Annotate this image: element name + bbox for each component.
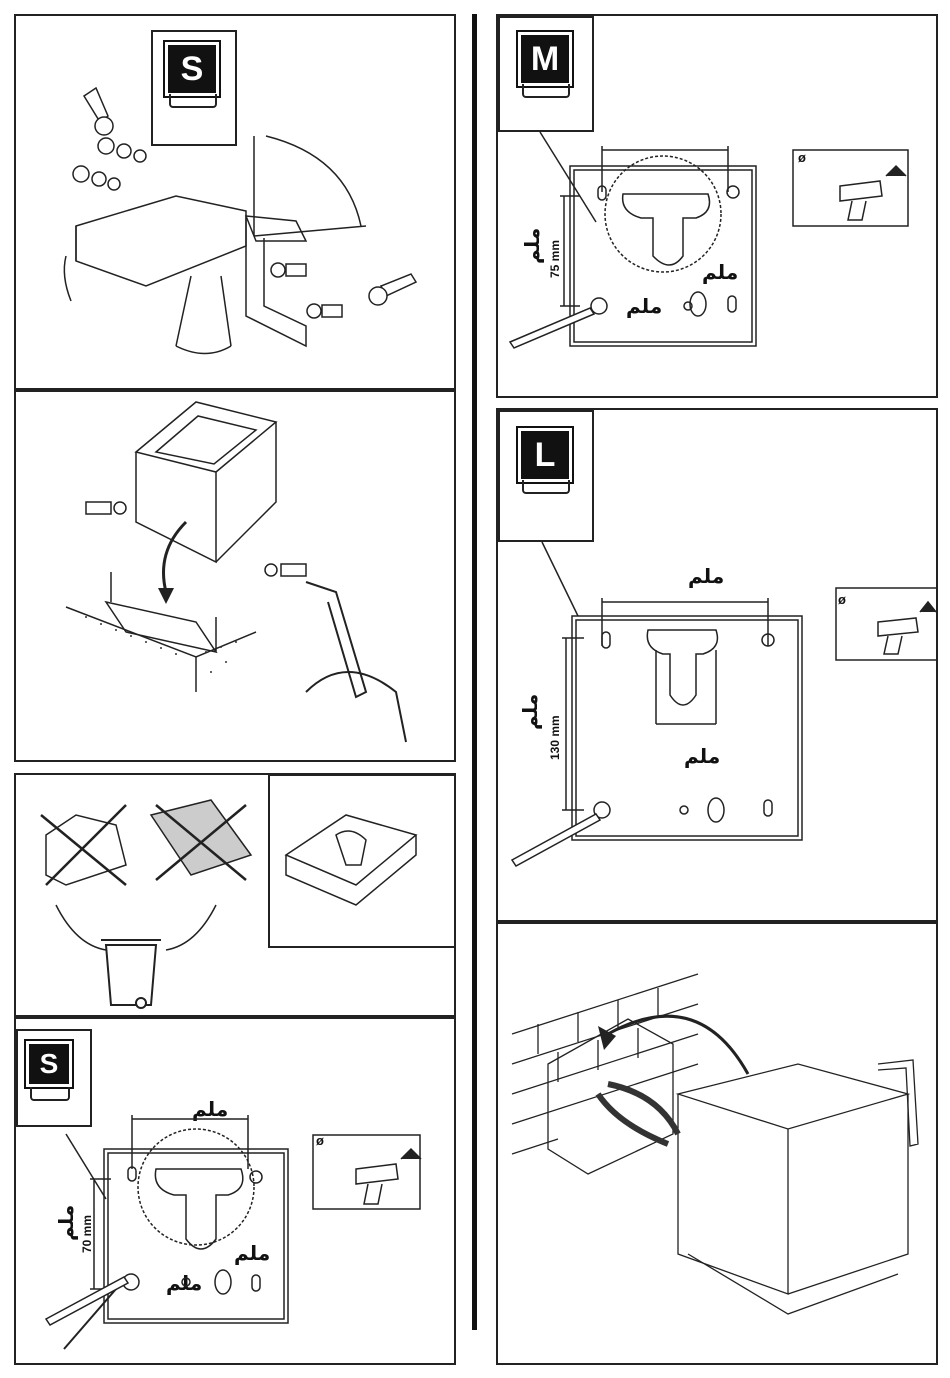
drill-icon <box>878 602 936 654</box>
panel-m-template: M ملم ملم 75 mm ملم ø <box>496 14 938 398</box>
panel-wall-mount <box>496 922 938 1365</box>
l-template-illustration <box>498 410 938 922</box>
panel-s-template: S ملم ملم ملم 70 mm ملم ø <box>14 1017 456 1365</box>
hex-key-icon <box>878 1060 918 1146</box>
panel-housing-mount <box>14 390 456 762</box>
wrench-icon <box>84 88 113 135</box>
bracket-assembly-illustration <box>16 16 456 390</box>
s-template-illustration <box>16 1019 456 1365</box>
panel-l-template: L ملم ملم 130 mm ملم ø <box>496 408 938 922</box>
screw-icon <box>265 564 306 576</box>
pencil-icon <box>46 1277 128 1325</box>
wall-mount-illustration <box>498 924 938 1365</box>
wrench-icon <box>369 274 416 305</box>
dustbin-icon <box>101 940 161 1008</box>
disposal-illustration <box>16 775 456 1017</box>
housing-mount-illustration <box>16 392 456 762</box>
drill-icon <box>840 166 906 220</box>
panel-disposal <box>14 773 456 1017</box>
screw-icon <box>86 502 126 514</box>
page-divider <box>472 14 477 1330</box>
m-template-illustration <box>498 16 938 398</box>
hex-key-icon <box>306 582 406 742</box>
drill-icon <box>356 1149 421 1204</box>
panel-s-bracket-assembly: S <box>14 14 456 390</box>
